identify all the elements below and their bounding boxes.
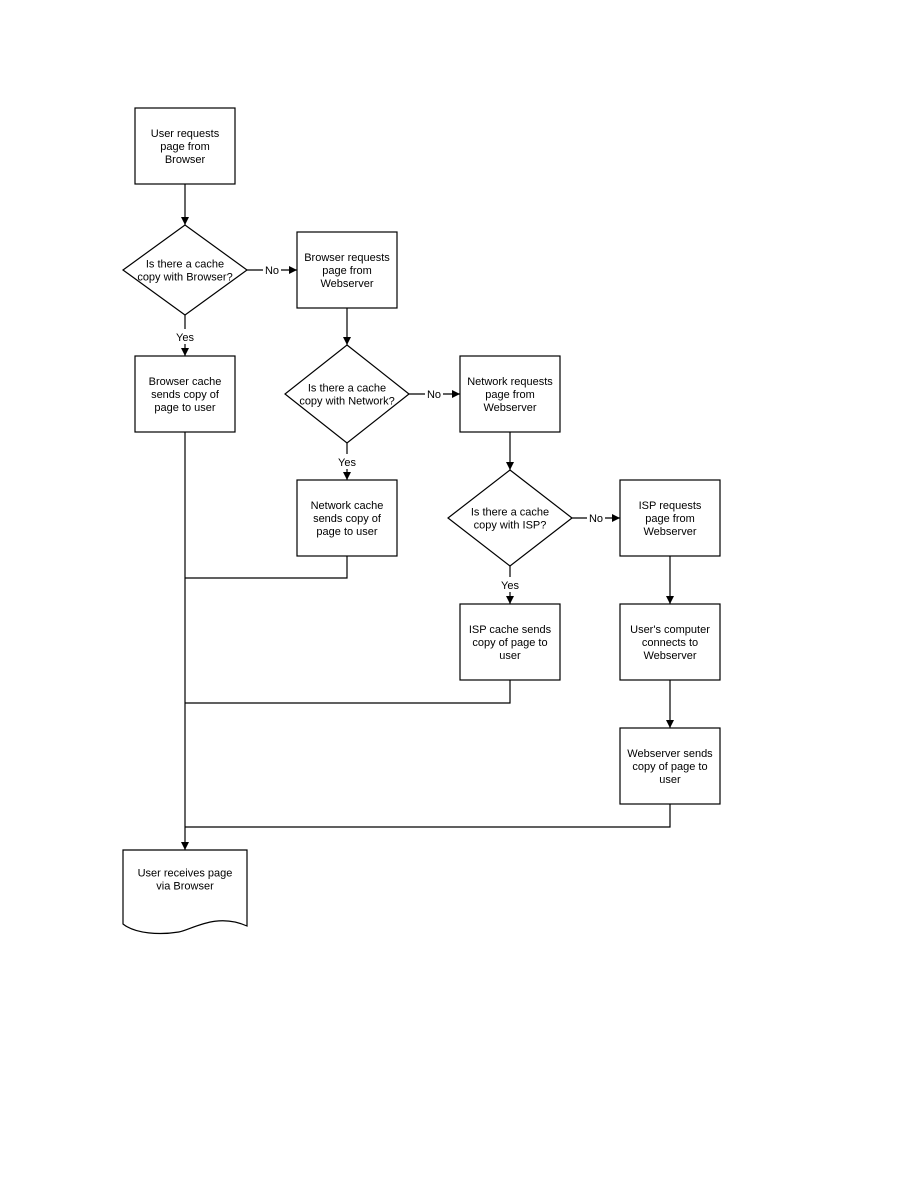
node-label-line: copy with Network?	[299, 396, 394, 408]
edge-label-text: Yes	[176, 332, 194, 344]
node-label-line: page to user	[154, 402, 215, 414]
edge-label-bg	[263, 262, 281, 277]
decision-diamond	[284, 344, 410, 444]
connectors	[181, 184, 674, 850]
edge-label-no: No	[425, 386, 443, 401]
node-label-line: page from	[160, 141, 210, 153]
node-label-line: User's computer	[630, 624, 710, 636]
node-label-line: Network cache	[311, 500, 384, 512]
decision-diamond	[121, 224, 249, 316]
edge-label-bg	[172, 329, 198, 344]
node-label-line: sends copy of	[151, 389, 220, 401]
process-box	[459, 355, 561, 433]
edge-label-text: No	[265, 265, 279, 277]
edge-label-no: No	[263, 262, 281, 277]
node-label-line: Is there a cache	[308, 383, 386, 395]
node-label-line: Browser requests	[304, 252, 390, 264]
node-label-line: page from	[322, 265, 372, 277]
process-box	[459, 603, 561, 681]
process-box	[296, 231, 398, 309]
node-label-line: User receives page	[138, 868, 233, 880]
node-label-line: connects to	[642, 637, 698, 649]
process-box	[619, 479, 721, 557]
process-box	[134, 107, 236, 185]
edge-label-bg	[497, 577, 523, 592]
process-box	[619, 727, 721, 805]
edge-label-bg	[587, 510, 605, 525]
document-shape	[122, 849, 248, 935]
node-label-line: ISP cache sends	[469, 624, 552, 636]
decision-diamond	[447, 469, 573, 567]
node-label-line: page from	[645, 513, 695, 525]
node-label-line: user	[499, 650, 521, 662]
node-label-line: Network requests	[467, 376, 553, 388]
edge-label-text: Yes	[501, 580, 519, 592]
edge-label-bg	[425, 386, 443, 401]
edge-label-bg	[334, 454, 360, 469]
node-label-line: page to user	[316, 526, 377, 538]
node-label-line: Webserver sends	[627, 748, 713, 760]
node-label-line: user	[659, 774, 681, 786]
node-label-line: Webserver	[484, 402, 537, 414]
node-label-line: via Browser	[156, 881, 214, 893]
connector-web_sends-to-receive	[185, 804, 671, 828]
node-label-line: Webserver	[644, 650, 697, 662]
process-box	[134, 355, 236, 433]
connector-isp_cache-to-receive	[185, 680, 511, 704]
edge-label-text: No	[589, 513, 603, 525]
edge-label-text: No	[427, 389, 441, 401]
node-label-line: ISP requests	[639, 500, 702, 512]
node-label-line: Browser cache	[149, 376, 222, 388]
edge-label-no: No	[587, 510, 605, 525]
node-label-line: Browser	[165, 154, 206, 166]
node-label-line: Webserver	[321, 278, 374, 290]
process-box	[619, 603, 721, 681]
edge-label-text: Yes	[338, 457, 356, 469]
node-label-line: copy of page to	[632, 761, 707, 773]
node-label-line: copy with Browser?	[137, 272, 232, 284]
edge-label-yes: Yes	[172, 329, 198, 344]
node-label-line: Is there a cache	[471, 507, 549, 519]
node-label-line: sends copy of	[313, 513, 382, 525]
edge-label-yes: Yes	[497, 577, 523, 592]
node-label-line: copy of page to	[472, 637, 547, 649]
node-label-line: User requests	[151, 128, 220, 140]
node-label-line: page from	[485, 389, 535, 401]
edge-label-yes: Yes	[334, 454, 360, 469]
connector-network_cache-to-receive	[185, 556, 348, 579]
node-label-line: copy with ISP?	[474, 520, 547, 532]
node-label-line: Is there a cache	[146, 259, 224, 271]
node-label-line: Webserver	[644, 526, 697, 538]
process-box	[296, 479, 398, 557]
